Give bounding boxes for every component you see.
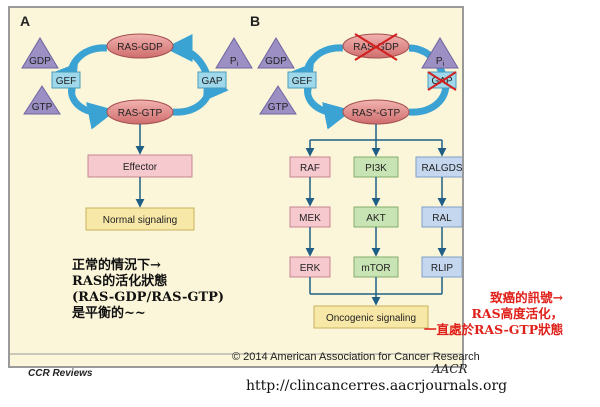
gtp-triangle-a: GTP [23,85,61,115]
effector-box: Effector [87,154,193,178]
svg-text:GTP: GTP [268,102,289,113]
svg-text:RAF: RAF [300,163,320,174]
pi3k-box: PI3K [353,156,399,178]
panel-b-label: B [250,13,260,29]
svg-text:Oncogenic signaling: Oncogenic signaling [326,313,416,324]
journal-name: CCR Reviews [28,368,93,379]
ras-gtp-ellipse-b: RAS*-GTP [342,99,410,125]
svg-text:Effector: Effector [123,162,158,173]
svg-text:AKT: AKT [366,213,385,224]
rlip-box: RLIP [421,256,462,278]
svg-text:RAS*-GTP: RAS*-GTP [352,108,401,119]
ras-gdp-ellipse-a: RAS-GDP [106,33,174,59]
akt-box: AKT [353,206,399,228]
svg-text:GTP: GTP [32,102,53,113]
gap-box-b: GAP [427,71,457,91]
gef-box-a: GEF [51,71,81,89]
svg-text:ERK: ERK [300,263,321,274]
svg-text:RALGDS: RALGDS [421,163,462,174]
ras-gtp-ellipse-a: RAS-GTP [106,99,174,125]
pi-triangle-b: Pi [421,37,459,69]
svg-text:GAP: GAP [201,76,222,87]
svg-text:mTOR: mTOR [361,263,390,274]
annotation-normal-line: (RAS-GDP/RAS-GTP) [72,290,225,305]
svg-text:GDP: GDP [29,56,51,67]
svg-text:RLIP: RLIP [431,263,454,274]
copyright-text: © 2014 American Association for Cancer R… [232,351,480,363]
svg-text:GEF: GEF [56,76,77,87]
gdp-triangle-a: GDP [21,37,59,69]
annotation-oncogenic-line: 致癌的訊號→ [490,290,564,305]
mtor-box: mTOR [353,256,399,278]
ralgds-box: RALGDS [415,156,462,178]
cycle-arrow-left-b2 [304,85,353,130]
ras-signaling-diagram: A GDP GTP Pi GEF GAP RAS-GDP RAS-GTP Eff… [10,13,462,355]
mek-box: MEK [289,206,331,228]
gap-box-a: GAP [197,71,227,89]
source-url: http://clincancerres.aacrjournals.org [246,378,508,394]
svg-text:GDP: GDP [265,56,287,67]
svg-text:Normal signaling: Normal signaling [103,215,177,226]
annotation-oncogenic-line: 一直處於RAS-GTP狀態 [424,322,564,337]
svg-text:PI3K: PI3K [365,163,387,174]
aacr-logo: AACR [432,362,468,376]
panel-a-label: A [20,13,30,29]
ras-gdp-ellipse-b: RAS-GDP [342,33,410,61]
gtp-triangle-b: GTP [259,85,297,115]
cycle-arrow-left-a2 [68,85,117,130]
annotation-oncogenic-line: RAS高度活化， [471,306,564,321]
erk-box: ERK [289,256,331,278]
svg-text:RAS-GTP: RAS-GTP [118,108,163,119]
annotation-normal-line: RAS的活化狀態 [72,274,168,289]
annotation-normal: 正常的情況下→ RAS的活化狀態 (RAS-GDP/RAS-GTP) 是平衡的~… [72,258,224,322]
svg-text:MEK: MEK [299,213,321,224]
normal-signaling-box: Normal signaling [85,207,195,231]
gdp-triangle-b: GDP [257,37,295,69]
svg-text:Pi: Pi [230,56,239,68]
ral-box: RAL [421,206,462,228]
annotation-normal-line: 正常的情況下→ [72,258,161,273]
gef-box-b: GEF [287,71,317,89]
svg-text:GEF: GEF [292,76,313,87]
annotation-oncogenic: 致癌的訊號→ RAS高度活化， 一直處於RAS-GTP狀態 [424,290,563,338]
raf-box: RAF [289,156,331,178]
oncogenic-signaling-box: Oncogenic signaling [313,305,429,329]
figure-frame: A GDP GTP Pi GEF GAP RAS-GDP RAS-GTP Eff… [8,6,480,379]
pi-triangle-a: Pi [215,37,253,69]
svg-text:Pi: Pi [436,56,445,68]
svg-text:RAL: RAL [432,213,452,224]
annotation-normal-line: 是平衡的~~ [72,306,146,321]
svg-text:RAS-GDP: RAS-GDP [117,42,163,53]
